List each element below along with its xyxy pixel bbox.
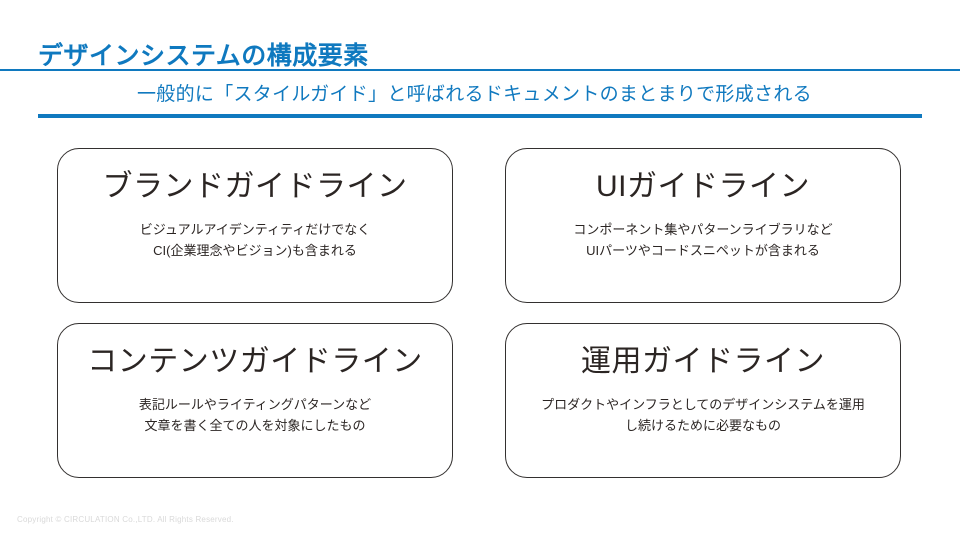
card-content-guideline: コンテンツガイドライン 表記ルールやライティングパターンなど 文章を書く全ての人…: [57, 323, 453, 478]
card-description-line: UIパーツやコードスニペットが含まれる: [586, 243, 820, 258]
card-description-line: コンポーネント集やパターンライブラリなど: [573, 222, 833, 237]
footer-copyright: Copyright © CIRCULATION Co.,LTD. All Rig…: [17, 515, 234, 524]
guideline-card-grid: ブランドガイドライン ビジュアルアイデンティティだけでなく CI(企業理念やビジ…: [57, 148, 901, 478]
card-ui-guideline: UIガイドライン コンポーネント集やパターンライブラリなど UIパーツやコードス…: [505, 148, 901, 303]
header-divider-bottom: [38, 114, 922, 118]
page-subtitle: 一般的に「スタイルガイド」と呼ばれるドキュメントのまとまりで形成される: [137, 84, 812, 105]
card-description-line: CI(企業理念やビジョン)も含まれる: [153, 243, 357, 258]
card-description: 表記ルールやライティングパターンなど 文章を書く全ての人を対象にしたもの: [139, 394, 371, 436]
card-description: プロダクトやインフラとしてのデザインシステムを運用 し続けるために必要なもの: [541, 394, 865, 436]
card-operations-guideline: 運用ガイドライン プロダクトやインフラとしてのデザインシステムを運用 し続けるた…: [505, 323, 901, 478]
card-title: 運用ガイドライン: [581, 345, 825, 378]
card-description: コンポーネント集やパターンライブラリなど UIパーツやコードスニペットが含まれる: [573, 219, 832, 261]
card-brand-guideline: ブランドガイドライン ビジュアルアイデンティティだけでなく CI(企業理念やビジ…: [57, 148, 453, 303]
header-divider-top: [0, 69, 960, 71]
card-title: コンテンツガイドライン: [87, 345, 423, 378]
card-description-line: ビジュアルアイデンティティだけでなく: [139, 222, 371, 237]
card-title: UIガイドライン: [596, 170, 810, 203]
card-description-line: し続けるために必要なもの: [624, 418, 781, 433]
card-description-line: プロダクトやインフラとしてのデザインシステムを運用: [541, 397, 865, 412]
card-description-line: 表記ルールやライティングパターンなど: [138, 397, 372, 412]
card-description-line: 文章を書く全ての人を対象にしたもの: [144, 418, 366, 433]
page-title: デザインシステムの構成要素: [38, 41, 369, 70]
card-title: ブランドガイドライン: [102, 170, 408, 203]
card-description: ビジュアルアイデンティティだけでなく CI(企業理念やビジョン)も含まれる: [140, 219, 371, 261]
